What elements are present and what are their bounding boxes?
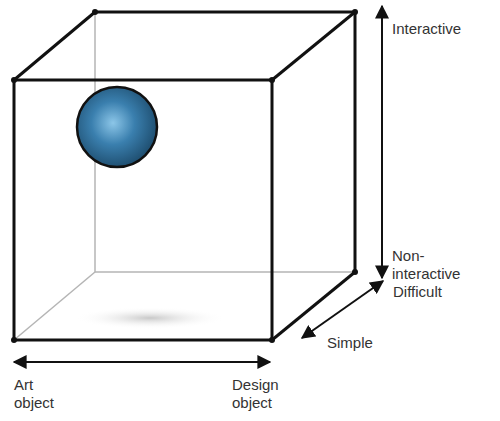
axis-label: Simple bbox=[327, 334, 407, 352]
axis-label: Non-interactive bbox=[392, 247, 472, 283]
axis-arrows bbox=[14, 6, 383, 362]
axis-label: Design object bbox=[232, 376, 292, 412]
cube-edges bbox=[14, 12, 355, 340]
axis-label: Art object bbox=[14, 376, 64, 412]
sphere bbox=[77, 87, 157, 167]
cube-vertices bbox=[11, 9, 358, 343]
hidden-edges bbox=[14, 12, 355, 340]
axis-label: Interactive bbox=[392, 20, 497, 38]
sphere-shadow bbox=[75, 307, 225, 329]
axis-label: Difficult bbox=[393, 283, 493, 301]
